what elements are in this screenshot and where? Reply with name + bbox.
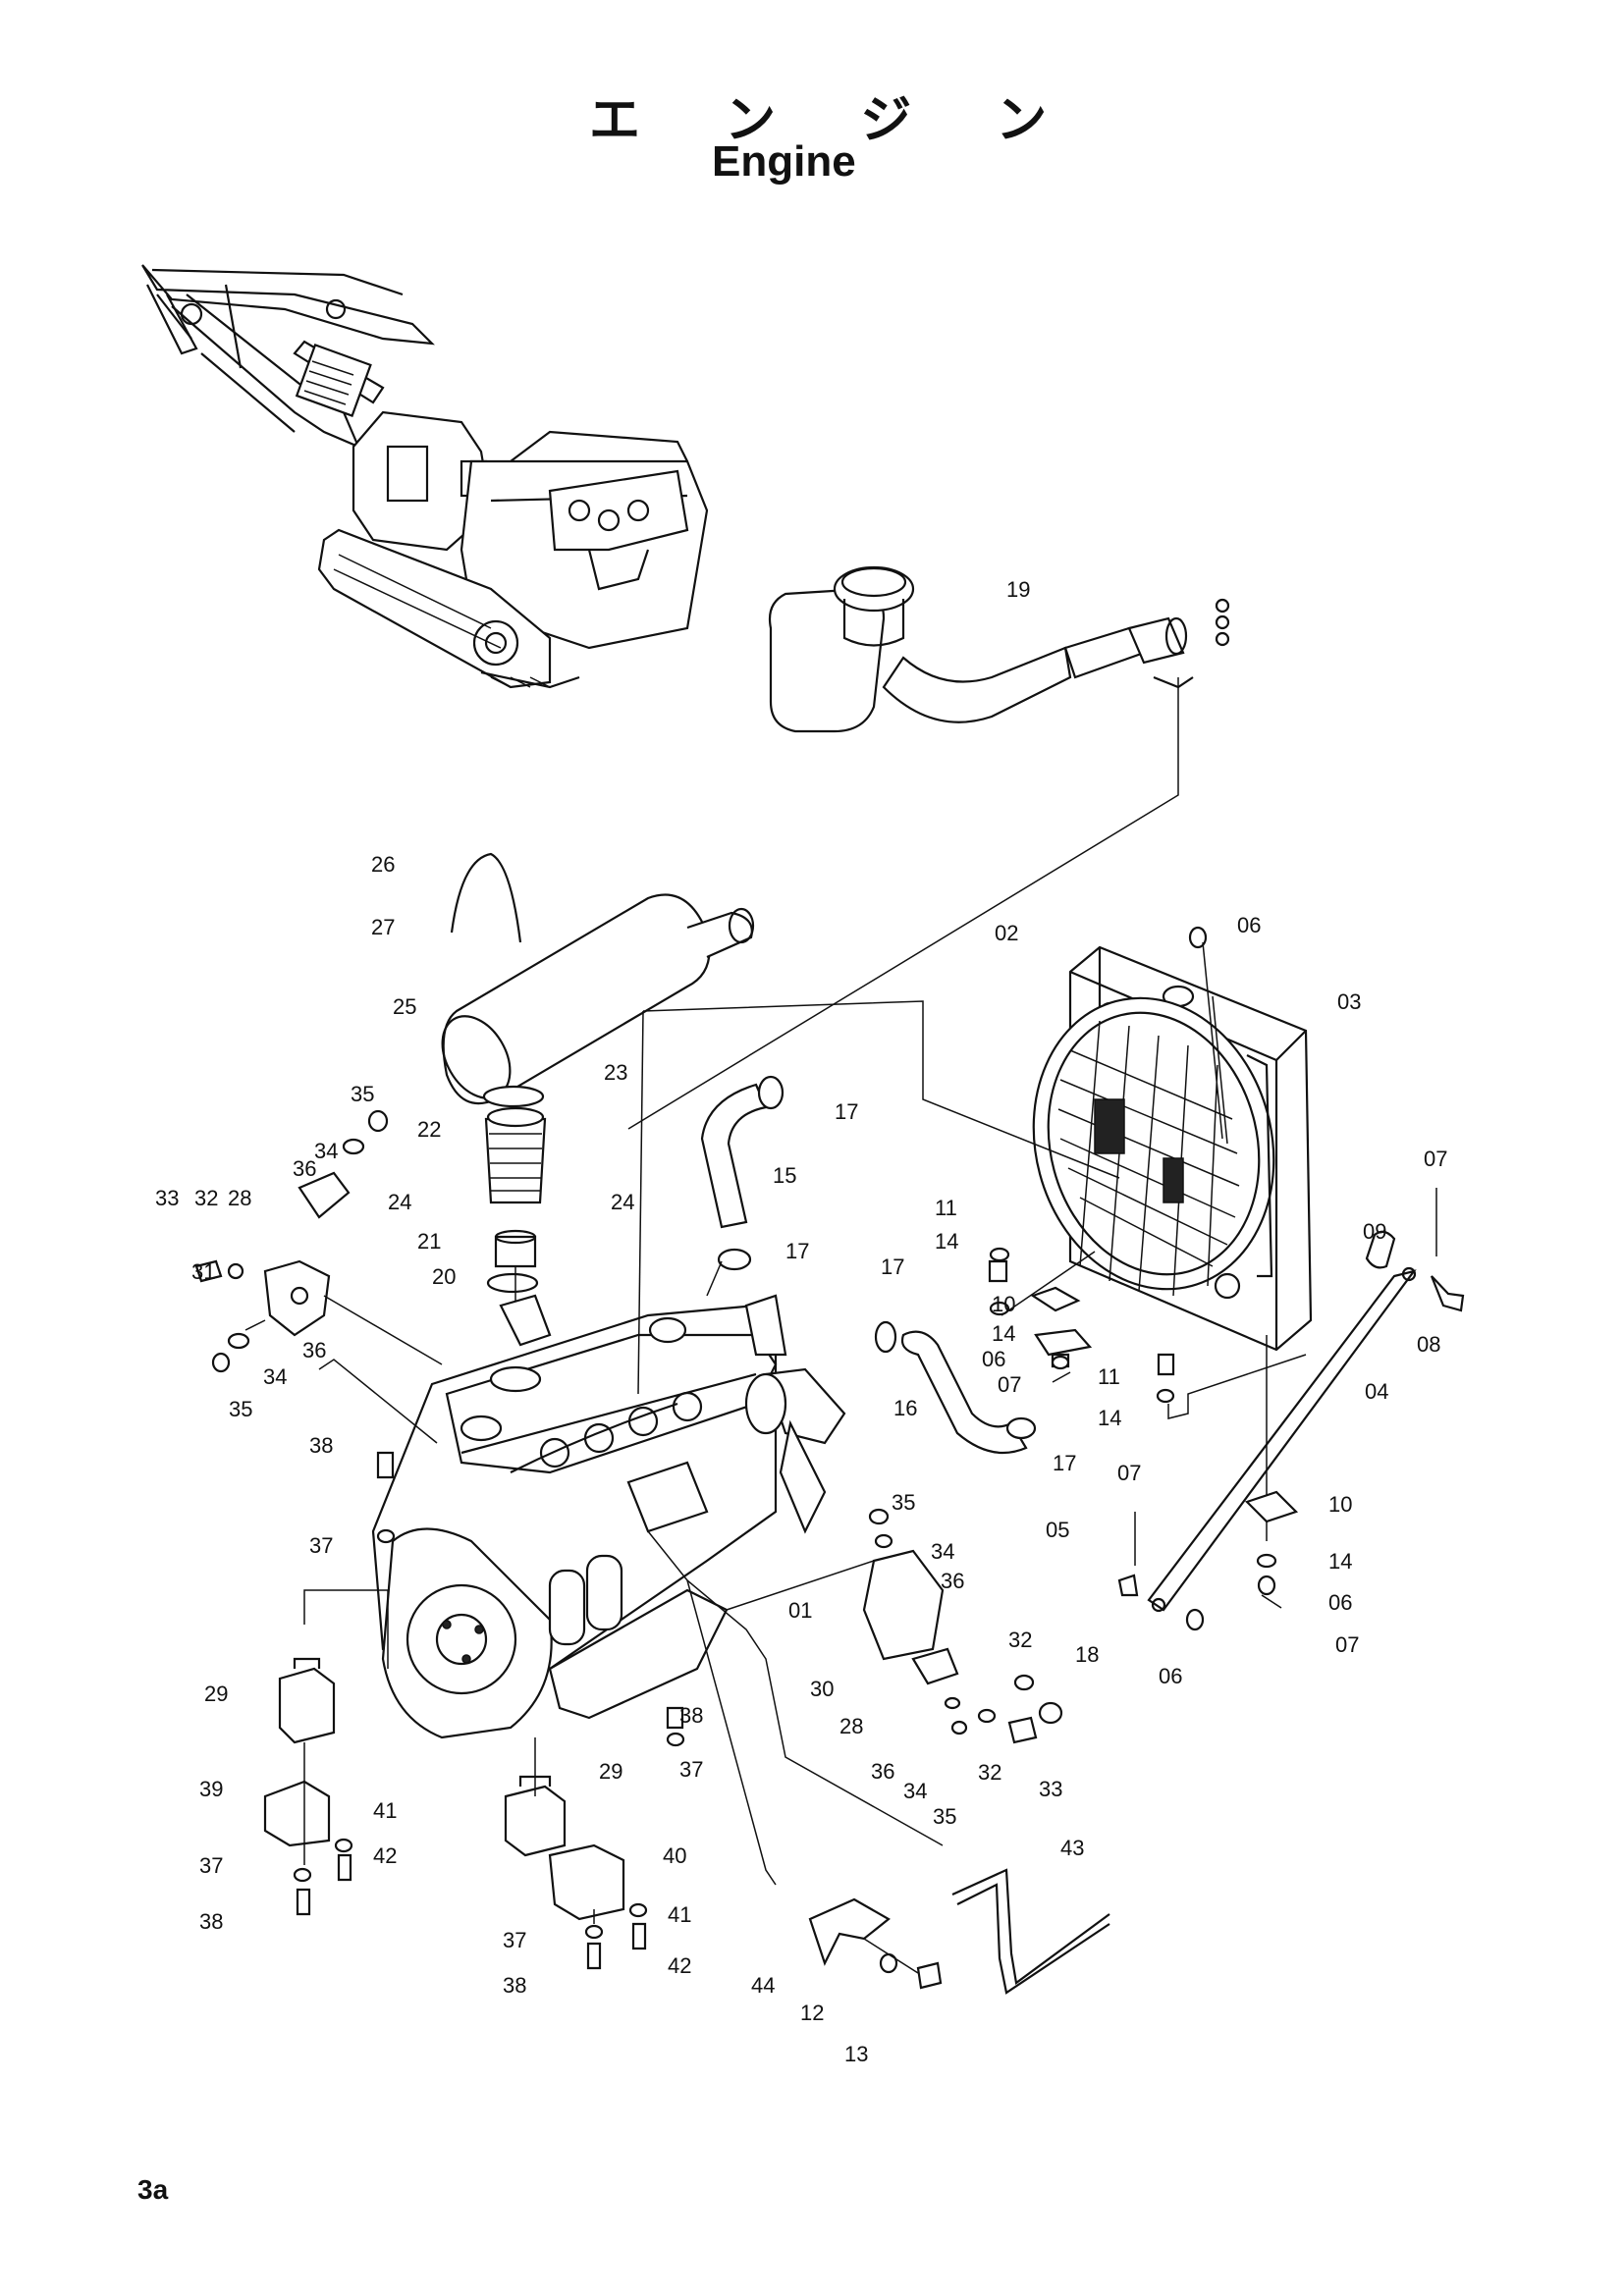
callout-label-c02: 02 xyxy=(995,921,1018,945)
callout-label-c37d: 37 xyxy=(503,1928,526,1952)
callout-label-c36a: 36 xyxy=(293,1156,316,1181)
callout-label-c25: 25 xyxy=(393,994,416,1019)
callout-label-c14c: 14 xyxy=(1098,1406,1121,1430)
callout-label-c14d: 14 xyxy=(1328,1549,1352,1574)
callout-label-c11b: 11 xyxy=(1098,1364,1120,1389)
callout-label-c17a: 17 xyxy=(835,1099,858,1124)
engine-block xyxy=(318,1000,1120,1886)
callout-label-c09: 09 xyxy=(1363,1219,1386,1244)
callout-label-c44: 44 xyxy=(751,1973,775,1998)
callout-label-c38c: 38 xyxy=(199,1909,223,1934)
callout-label-c35c: 35 xyxy=(892,1490,915,1515)
muffler-assembly xyxy=(441,852,755,1315)
callout-label-c06a: 06 xyxy=(1237,913,1261,937)
callout-label-c12: 12 xyxy=(800,2001,824,2025)
callout-label-c34b: 34 xyxy=(263,1364,287,1389)
callout-label-c10a: 10 xyxy=(992,1292,1015,1316)
callout-label-c23: 23 xyxy=(604,1060,627,1085)
pipe-and-bracket xyxy=(808,1868,1110,1995)
callout-label-c24a: 24 xyxy=(388,1190,411,1214)
callout-label-c07d: 07 xyxy=(1335,1632,1359,1657)
callout-label-c34c: 34 xyxy=(931,1539,954,1564)
callout-label-c33a: 33 xyxy=(155,1186,179,1210)
callout-label-c33b: 33 xyxy=(1039,1777,1062,1801)
right-mount-bracket xyxy=(862,1508,1063,1744)
callout-label-c05: 05 xyxy=(1046,1518,1069,1542)
callout-label-c42b: 42 xyxy=(668,1953,691,1978)
callout-label-c17b: 17 xyxy=(785,1239,809,1263)
callout-label-c32c: 32 xyxy=(978,1760,1001,1785)
callout-label-c34a: 34 xyxy=(314,1139,338,1163)
callout-label-c34d: 34 xyxy=(903,1779,927,1803)
callout-label-c08: 08 xyxy=(1417,1332,1440,1357)
callout-label-c03: 03 xyxy=(1337,989,1361,1014)
callout-label-c39: 39 xyxy=(199,1777,223,1801)
radiator-hoses xyxy=(700,1075,1037,1455)
callout-label-c35b: 35 xyxy=(229,1397,252,1421)
left-mount-brackets xyxy=(194,1109,443,1373)
engine-mounts xyxy=(263,1451,685,1970)
callout-label-c29b: 29 xyxy=(599,1759,622,1784)
callout-label-c18: 18 xyxy=(1075,1642,1099,1667)
callout-label-c31: 31 xyxy=(191,1259,215,1284)
callout-label-c28a: 28 xyxy=(228,1186,251,1210)
callout-label-c38d: 38 xyxy=(503,1973,526,1998)
callout-label-c30: 30 xyxy=(810,1677,834,1701)
callout-label-c29a: 29 xyxy=(204,1682,228,1706)
callout-label-c43: 43 xyxy=(1060,1836,1084,1860)
callout-label-c41b: 41 xyxy=(668,1902,691,1927)
excavator-overview-illustration xyxy=(141,264,709,689)
callout-label-c16: 16 xyxy=(893,1396,917,1420)
callout-label-c37b: 37 xyxy=(679,1757,703,1782)
callout-label-c14b: 14 xyxy=(992,1321,1015,1346)
callout-label-c01: 01 xyxy=(788,1598,812,1623)
callout-label-c06d: 06 xyxy=(1159,1664,1182,1688)
callout-label-c35d: 35 xyxy=(933,1804,956,1829)
callout-label-c14a: 14 xyxy=(935,1229,958,1254)
page-number: 3a xyxy=(137,2174,169,2205)
callout-label-c07b: 07 xyxy=(998,1372,1021,1397)
callout-label-c20: 20 xyxy=(432,1264,456,1289)
air-cleaner-assembly xyxy=(627,565,1230,1130)
callout-label-c36b: 36 xyxy=(302,1338,326,1362)
callout-label-c10b: 10 xyxy=(1328,1492,1352,1517)
callout-label-c13: 13 xyxy=(844,2042,868,2066)
callout-label-c06c: 06 xyxy=(1328,1590,1352,1615)
callout-label-c26: 26 xyxy=(371,852,395,877)
radiator-assembly xyxy=(1032,945,1313,1352)
radiator-stay-and-hardware xyxy=(988,926,1465,1631)
callout-label-c32b: 32 xyxy=(1008,1628,1032,1652)
callout-label-c38a: 38 xyxy=(309,1433,333,1458)
callout-label-c32a: 32 xyxy=(194,1186,218,1210)
page-title-english: Engine xyxy=(712,137,856,186)
page-title-japanese: エ ン ジ ン xyxy=(589,91,1081,150)
callout-label-c27: 27 xyxy=(371,915,395,939)
callout-label-c17d: 17 xyxy=(1053,1451,1076,1475)
callout-label-c41a: 41 xyxy=(373,1798,397,1823)
callout-label-c36d: 36 xyxy=(871,1759,894,1784)
callout-label-c36c: 36 xyxy=(941,1569,964,1593)
callout-label-c15: 15 xyxy=(773,1163,796,1188)
callout-label-c07c: 07 xyxy=(1117,1461,1141,1485)
callout-label-c22: 22 xyxy=(417,1117,441,1142)
callout-label-c21: 21 xyxy=(417,1229,441,1254)
callout-label-c35a: 35 xyxy=(351,1082,374,1106)
callout-label-c24b: 24 xyxy=(611,1190,634,1214)
callout-label-c40: 40 xyxy=(663,1843,686,1868)
callout-label-c42a: 42 xyxy=(373,1843,397,1868)
callout-label-c04: 04 xyxy=(1365,1379,1388,1404)
callout-label-c37c: 37 xyxy=(199,1853,223,1878)
callout-label-c28b: 28 xyxy=(839,1714,863,1738)
callout-label-c37a: 37 xyxy=(309,1533,333,1558)
callout-label-c19a: 19 xyxy=(1006,577,1030,602)
callout-label-c17c: 17 xyxy=(881,1255,904,1279)
callout-label-c38b: 38 xyxy=(679,1703,703,1728)
callout-label-c11a: 11 xyxy=(935,1196,957,1220)
callout-label-c07a: 07 xyxy=(1424,1147,1447,1171)
callout-label-c06b: 06 xyxy=(982,1347,1005,1371)
